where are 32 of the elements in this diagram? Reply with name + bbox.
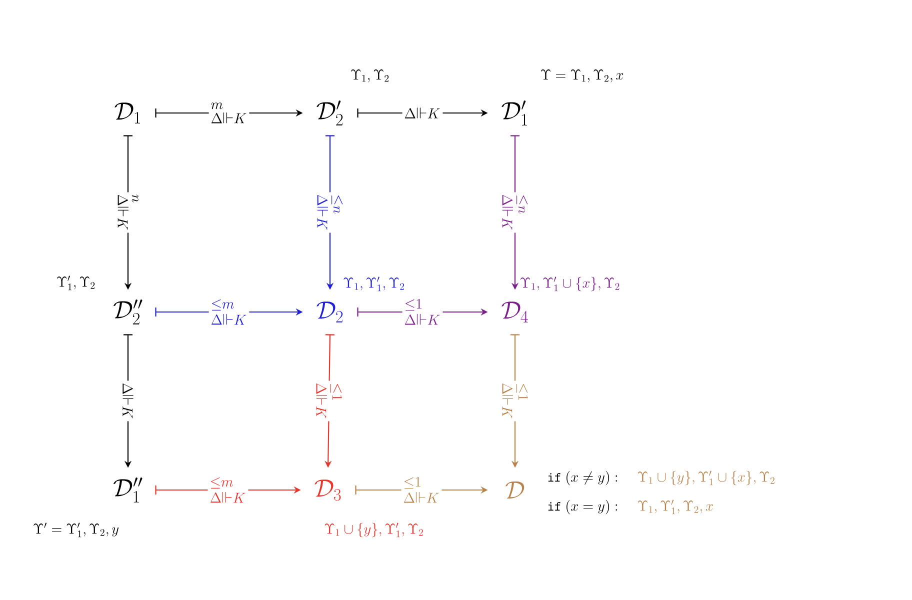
context-label: $\Upsilon_1 \cup \{y\}, \Upsilon'_1 \cup \{x\}, \Upsilon_2$ [638,470,774,486]
math-symbol: $\mathcal{D}'_1$ [502,100,528,126]
context-label: $\Upsilon_1, \Upsilon_2$ [351,69,389,82]
context-label: $\Upsilon_1 \cup \{y\}, \Upsilon'_1, \Upsilon_2$ [324,522,423,538]
edge-label: ${}^{m}_{\Delta\Vdash K}$ [208,100,250,126]
edge-label: ${}_{\Delta\Vdash K}$ [402,106,443,120]
context-label: $\Upsilon_1, \Upsilon'_1, \Upsilon_2$ [344,276,404,292]
edge-label: ${}^{\leq 1}_{\Delta\Vdash K}$ [402,297,443,327]
context-label: $\Upsilon' = \Upsilon'_1, \Upsilon_2, y$ [34,522,119,538]
context-label: $\mathtt{if}\ (x \neq y) :$ [548,470,618,486]
math-symbol: $\mathcal{D}_2$ [316,302,343,322]
context-label: $\Upsilon_1, \Upsilon'_1, \Upsilon_2, x$ [638,500,713,514]
edge-label: ${}^{\leq 1}_{\Delta\Vdash K}$ [401,475,442,505]
math-symbol: $\mathcal{D}''_1$ [114,478,142,502]
context-label: $\mathtt{if}\ (x = y) :$ [548,500,618,514]
math-symbol: $\mathcal{D}''_2$ [114,300,142,324]
math-symbol: $\mathcal{D}_4$ [502,302,528,322]
edge-label: ${}^{\leq m}_{\Delta\Vdash K}$ [208,297,250,327]
edge-label: ${}_{\Delta\Vdash K}$ [120,380,136,422]
edge-label: ${}^{\leq n}_{\Delta\Vdash K}$ [500,192,530,233]
edge-label: ${}^{\leq n}_{\Delta\Vdash K}$ [315,192,345,233]
edge-label: ${}^{n}_{\Delta\Vdash K}$ [116,192,140,233]
context-label: $\Upsilon = \Upsilon_1, \Upsilon_2, x$ [541,69,624,82]
edge-label: ${}^{\leq 1}_{\Delta\Vdash K}$ [314,380,344,422]
math-symbol: $\mathcal{D}$ [506,482,524,498]
context-label: $\Upsilon'_1, \Upsilon_2$ [57,276,95,290]
math-symbol: $\mathcal{D}'_2$ [316,100,343,126]
edge-label: ${}^{\leq m}_{\Delta\Vdash K}$ [208,475,248,505]
context-label: $\Upsilon_1, \Upsilon'_1 \cup \{x\}, \Upsilon_2$ [520,276,620,292]
math-symbol: $\mathcal{D}_3$ [314,480,341,501]
edge-label: ${}^{\leq 1}_{\Delta\Vdash K}$ [500,380,530,422]
math-symbol: $\mathcal{D}_1$ [114,102,140,124]
